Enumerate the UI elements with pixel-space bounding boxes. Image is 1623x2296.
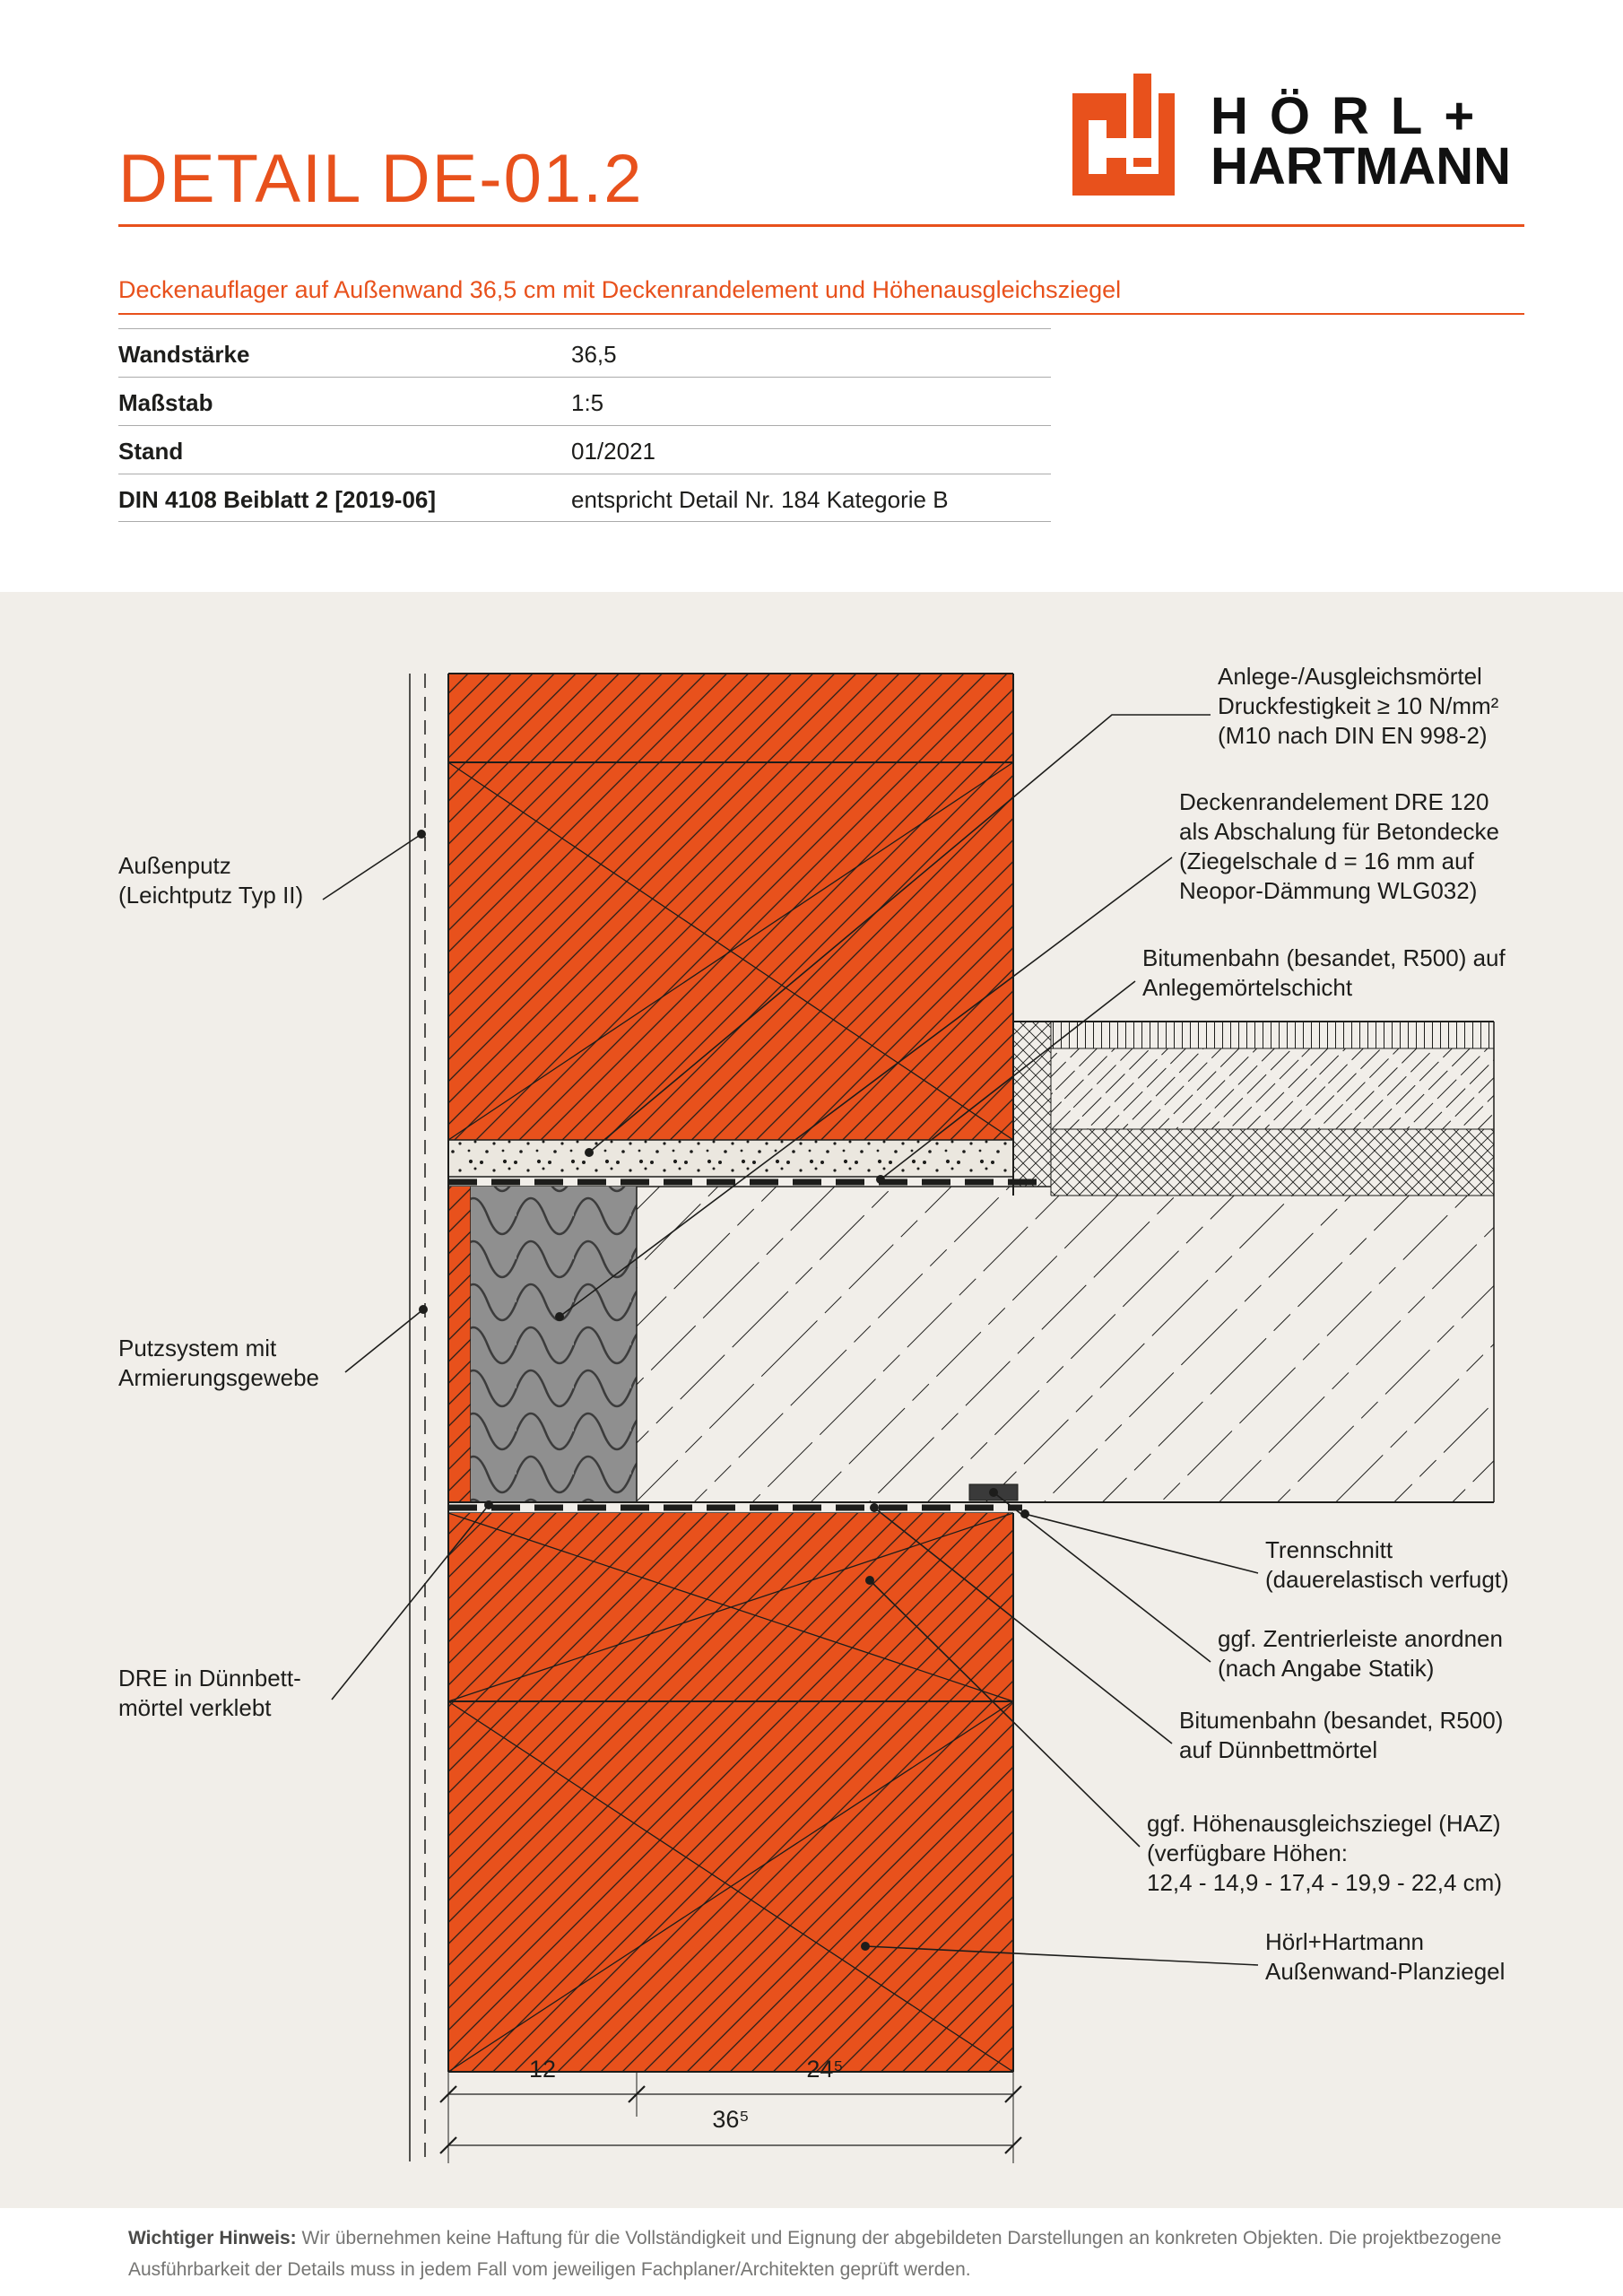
spec-value: entspricht Detail Nr. 184 Kategorie B — [571, 486, 949, 513]
label-line: Hörl+Hartmann — [1265, 1928, 1425, 1955]
lower-wall-brick — [447, 1512, 1014, 2073]
label-deckenrandelement: Deckenrandelement DRE 120 als Abschalung… — [1179, 787, 1499, 906]
label-line: mörtel verklebt — [118, 1694, 272, 1721]
floor-layers — [1013, 1021, 1495, 1502]
hoerl-hartmann-logo-icon — [1072, 70, 1175, 196]
label-line: (M10 nach DIN EN 998-2) — [1218, 722, 1488, 749]
logo-line1: HÖRL+ — [1211, 87, 1497, 145]
plaster-lines — [409, 674, 426, 2161]
drawing-canvas: Außenputz (Leichtputz Typ II) Putzsystem… — [0, 592, 1623, 2208]
label-line: Neopor-Dämmung WLG032) — [1179, 877, 1478, 904]
label-line: (dauerelastisch verfugt) — [1265, 1566, 1509, 1593]
dim-width-right: 24⁵ — [806, 2056, 844, 2083]
ceiling-edge-element-dre — [448, 1187, 638, 1502]
spec-label: Maßstab — [118, 389, 213, 416]
label-line: Deckenrandelement DRE 120 — [1179, 788, 1489, 815]
levelling-mortar-layer — [448, 1139, 1013, 1178]
label-line: ggf. Höhenausgleichsziegel (HAZ) — [1147, 1810, 1501, 1837]
dimension-lines — [439, 2072, 1022, 2163]
legal-notice-text: Wir übernehmen keine Haftung für die Vol… — [128, 2228, 1502, 2280]
label-line: Bitumenbahn (besandet, R500) auf — [1142, 944, 1506, 971]
logo-line2: HARTMANN — [1211, 137, 1512, 196]
label-trennschnitt: Trennschnitt (dauerelastisch verfugt) — [1265, 1535, 1509, 1595]
upper-wall-brick — [447, 673, 1014, 1141]
company-logo: HÖRL+ HARTMANN — [1072, 70, 1511, 196]
label-zentrierleiste: ggf. Zentrierleiste anordnen (nach Angab… — [1218, 1624, 1503, 1683]
label-line: Putzsystem mit — [118, 1335, 277, 1361]
spec-row-stand: Stand 01/2021 — [118, 425, 1051, 474]
spec-label: DIN 4108 Beiblatt 2 [2019-06] — [118, 486, 437, 513]
legal-notice: Wichtiger Hinweis: Wir übernehmen keine … — [128, 2222, 1545, 2285]
label-putzsystem: Putzsystem mit Armierungsgewebe — [118, 1334, 319, 1393]
label-bitumen-anlegemoertel: Bitumenbahn (besandet, R500) auf Anlegem… — [1142, 944, 1506, 1003]
label-line: Anlege-/Ausgleichsmörtel — [1218, 663, 1482, 690]
label-line: (nach Angabe Statik) — [1218, 1655, 1435, 1682]
label-line: DRE in Dünnbett- — [118, 1665, 301, 1692]
title-rule — [118, 224, 1524, 227]
label-planziegel: Hörl+Hartmann Außenwand-Planziegel — [1265, 1927, 1505, 1987]
label-aussenputz: Außenputz (Leichtputz Typ II) — [118, 851, 303, 910]
bitumen-membrane-upper — [448, 1178, 1051, 1187]
concrete-ceiling — [448, 1187, 1494, 1503]
dim-width-total: 36⁵ — [712, 2106, 750, 2133]
subtitle-rule — [118, 313, 1524, 315]
edge-insulation-strip — [1012, 1022, 1051, 1187]
legal-notice-label: Wichtiger Hinweis: — [128, 2228, 297, 2248]
label-line: ggf. Zentrierleiste anordnen — [1218, 1625, 1503, 1652]
spec-row-massstab: Maßstab 1:5 — [118, 377, 1051, 425]
label-hoehenausgleichsziegel: ggf. Höhenausgleichsziegel (HAZ) (verfüg… — [1147, 1809, 1502, 1898]
bitumen-membrane-lower — [448, 1504, 1022, 1514]
label-line: Anlegemörtelschicht — [1142, 974, 1353, 1001]
logo-wordmark: HÖRL+ HARTMANN — [1211, 87, 1512, 196]
label-line: Trennschnitt — [1265, 1536, 1393, 1563]
label-line: Bitumenbahn (besandet, R500) — [1179, 1707, 1504, 1734]
label-line: als Abschalung für Betondecke — [1179, 818, 1500, 845]
label-dre-duennbettmoertel: DRE in Dünnbett- mörtel verklebt — [118, 1664, 301, 1723]
spec-row-wandstaerke: Wandstärke 36,5 — [118, 328, 1051, 377]
spec-table: Wandstärke 36,5 Maßstab 1:5 Stand 01/202… — [118, 328, 1051, 522]
page-title: DETAIL DE-01.2 — [118, 141, 644, 217]
leader-dots — [417, 830, 1029, 1951]
label-line: 12,4 - 14,9 - 17,4 - 19,9 - 22,4 cm) — [1147, 1869, 1502, 1896]
detail-subtitle: Deckenauflager auf Außenwand 36,5 cm mit… — [118, 276, 1122, 303]
spec-value: 01/2021 — [571, 438, 655, 465]
label-line: Außenwand-Planziegel — [1265, 1958, 1506, 1985]
label-anlegemoertel: Anlege-/Ausgleichsmörtel Druckfestigkeit… — [1218, 662, 1498, 751]
label-line: Armierungsgewebe — [118, 1364, 320, 1391]
label-line: (verfügbare Höhen: — [1147, 1839, 1349, 1866]
label-line: Außenputz — [118, 852, 231, 879]
label-bitumen-duennbettmoertel: Bitumenbahn (besandet, R500) auf Dünnbet… — [1179, 1706, 1503, 1765]
spec-row-din: DIN 4108 Beiblatt 2 [2019-06] entspricht… — [118, 474, 1051, 522]
spec-label: Wandstärke — [118, 341, 250, 368]
label-line: Druckfestigkeit ≥ 10 N/mm² — [1218, 692, 1499, 719]
label-line: (Ziegelschale d = 16 mm auf — [1179, 848, 1474, 874]
dim-width-left: 12 — [528, 2056, 557, 2083]
label-line: (Leichtputz Typ II) — [118, 882, 304, 909]
leader-lines — [322, 714, 1259, 1966]
label-line: auf Dünnbettmörtel — [1179, 1736, 1378, 1763]
spec-value: 1:5 — [571, 389, 604, 416]
spec-value: 36,5 — [571, 341, 617, 368]
wall-outlines — [447, 674, 1014, 2072]
spec-label: Stand — [118, 438, 184, 465]
detail-drawing — [322, 673, 1495, 2163]
